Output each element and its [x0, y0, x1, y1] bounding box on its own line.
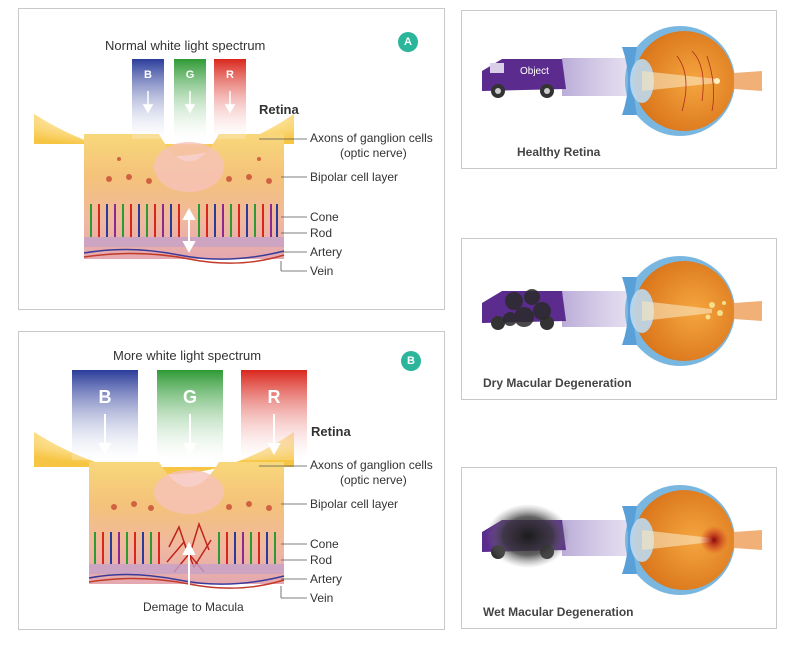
bar-label-r: R	[226, 69, 234, 81]
dark-spots	[503, 289, 551, 327]
retina-tissue	[84, 134, 284, 259]
badge-b: B	[401, 351, 421, 371]
caption-dry-amd: Dry Macular Degeneration	[483, 376, 632, 390]
dry-amd-panel: Dry Macular Degeneration	[461, 238, 777, 400]
healthy-eye-illustration: Object	[482, 26, 762, 136]
label-cone: Cone	[310, 210, 339, 224]
eye-illustration	[622, 485, 762, 595]
bar-label-r: R	[268, 387, 281, 407]
caption-wet-amd: Wet Macular Degeneration	[483, 605, 634, 619]
label-cone: Cone	[310, 537, 339, 551]
label-bipolar: Bipolar cell layer	[310, 497, 399, 511]
label-optic-nerve: (optic nerve)	[340, 146, 407, 160]
wet-amd-eye-illustration	[482, 485, 762, 595]
label-vein: Vein	[310, 591, 334, 605]
label-artery: Artery	[310, 572, 343, 586]
panel-a-title: Normal white light spectrum	[105, 38, 266, 53]
dry-amd-eye-illustration	[482, 256, 762, 366]
label-artery: Artery	[310, 245, 343, 259]
bar-label-b: B	[99, 387, 112, 407]
van-icon	[482, 59, 566, 98]
eye-illustration	[622, 26, 762, 136]
blurred-dark-patch	[486, 504, 570, 568]
healthy-retina-panel: Object Healthy Retina	[461, 10, 777, 169]
label-bipolar: Bipolar cell layer	[310, 170, 399, 184]
bar-label-g: G	[186, 69, 195, 81]
label-vein: Vein	[310, 264, 334, 278]
retina-diagram-b: B G R	[34, 370, 307, 599]
label-axons: Axons of ganglion cells	[310, 131, 433, 145]
caption-healthy-retina: Healthy Retina	[517, 145, 601, 159]
bar-label-b: B	[144, 69, 152, 81]
object-label: Object	[520, 66, 549, 77]
label-rod: Rod	[310, 553, 333, 567]
label-rod: Rod	[310, 226, 333, 240]
label-axons: Axons of ganglion cells	[310, 458, 433, 472]
up-arrow-icon	[182, 541, 196, 594]
bar-label-g: G	[183, 387, 197, 407]
retina-diagram-a: B G R	[34, 59, 307, 272]
badge-a: A	[398, 32, 418, 52]
eye-illustration	[622, 256, 762, 366]
retina-label: Retina	[259, 102, 299, 117]
label-optic-nerve: (optic nerve)	[340, 473, 407, 487]
up-down-arrow-icon	[182, 207, 196, 254]
wet-amd-panel: Wet Macular Degeneration	[461, 467, 777, 629]
panel-b-title: More white light spectrum	[113, 348, 262, 363]
panel-b: B G R B More white light spectrum Retina…	[18, 331, 445, 630]
panel-a: B G R A Normal white light spectrum Reti…	[18, 8, 445, 310]
retina-label: Retina	[311, 424, 351, 439]
damage-label: Demage to Macula	[143, 600, 244, 614]
